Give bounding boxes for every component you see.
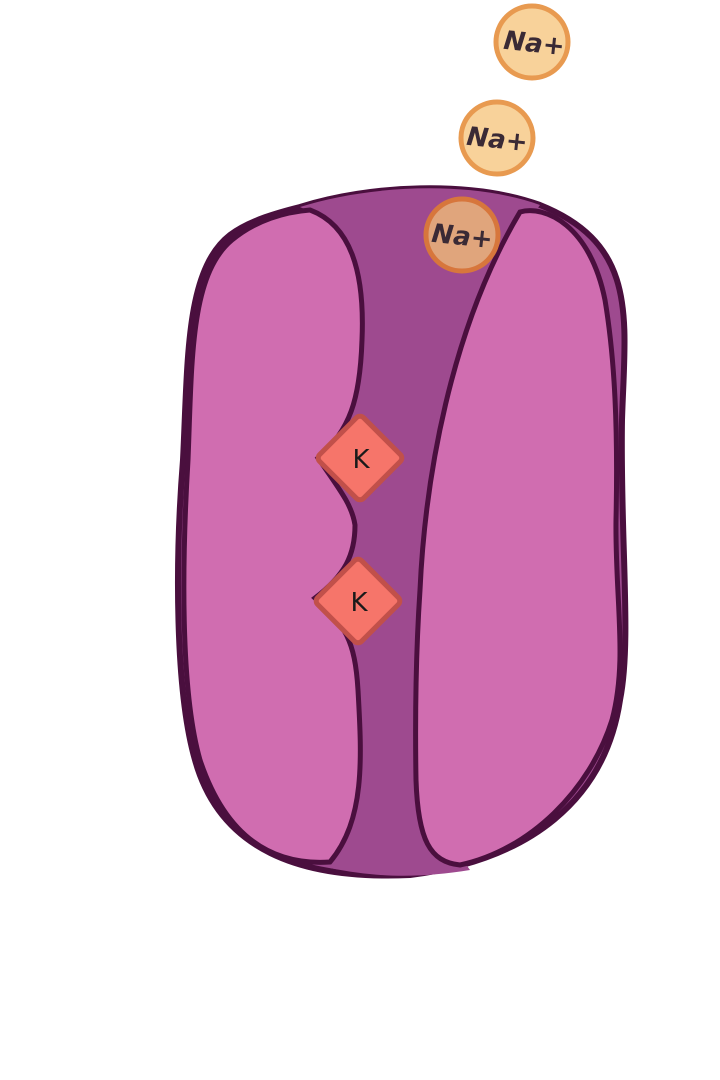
ion-circle (458, 99, 536, 177)
binding-site-k (313, 556, 403, 646)
ion-label: Na+ (465, 122, 529, 158)
sodium-ion-bound: Na+ (423, 196, 501, 274)
binding-site-k (315, 413, 405, 503)
sodium-ion: Na+ (493, 3, 571, 81)
ion-label: Na+ (502, 26, 566, 62)
binding-site-label: K (350, 588, 368, 618)
protein-left-lobe (181, 207, 365, 865)
ion-circle (423, 196, 501, 274)
binding-site-shape (315, 413, 405, 503)
protein-right-lobe (413, 208, 623, 868)
binding-site-shape (313, 556, 403, 646)
ion-circle (493, 3, 571, 81)
binding-site-label: K (352, 445, 370, 475)
sodium-ion: Na+ (458, 99, 536, 177)
protein-body (175, 185, 629, 879)
ion-label: Na+ (430, 219, 494, 255)
